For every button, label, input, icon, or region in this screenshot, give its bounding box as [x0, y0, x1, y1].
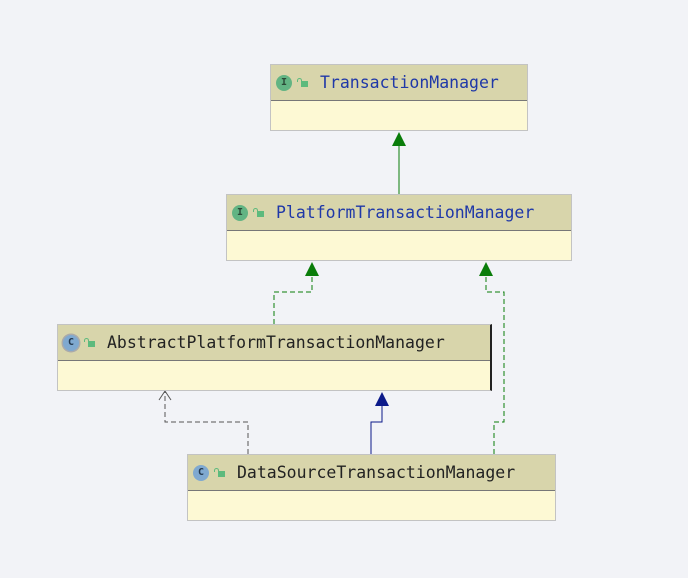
- public-lock-icon: [214, 467, 225, 478]
- edge-dstm-dependency-aptm: [158, 390, 249, 454]
- edge-dstm-extends-aptm: [370, 392, 389, 454]
- edge-aptm-implements-ptm: [273, 262, 319, 324]
- public-lock-icon: [253, 207, 264, 218]
- node-title: AbstractPlatformTransactionManager: [107, 333, 445, 352]
- node-transaction-manager[interactable]: I TransactionManager: [270, 64, 528, 131]
- node-abstract-platform-transaction-manager[interactable]: C AbstractPlatformTransactionManager: [57, 324, 492, 391]
- node-title: PlatformTransactionManager: [276, 203, 535, 222]
- edge-ptm-extends-tm: [392, 132, 406, 194]
- node-datasource-transaction-manager[interactable]: C DataSourceTransactionManager: [187, 454, 556, 521]
- public-lock-icon: [297, 77, 308, 88]
- node-platform-transaction-manager[interactable]: I PlatformTransactionManager: [226, 194, 572, 261]
- interface-icon: I: [232, 204, 248, 221]
- node-title: TransactionManager: [320, 73, 499, 92]
- interface-icon: I: [276, 74, 292, 91]
- edge-dstm-implements-ptm: [479, 262, 505, 454]
- node-title: DataSourceTransactionManager: [237, 463, 516, 482]
- class-icon: C: [193, 464, 209, 481]
- abstract-class-icon: C: [63, 334, 79, 351]
- public-lock-icon: [84, 337, 95, 348]
